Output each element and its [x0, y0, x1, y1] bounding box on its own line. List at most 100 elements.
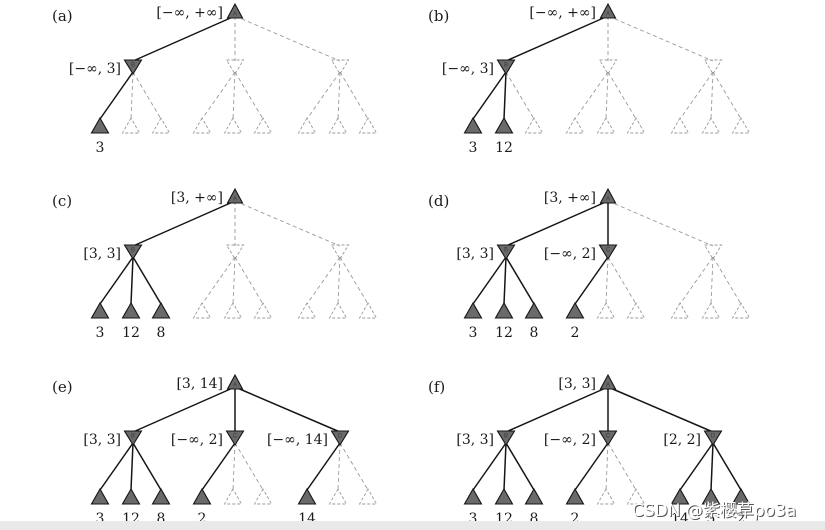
min-node-triangle	[598, 430, 618, 447]
edge-min-to-leaf	[232, 256, 236, 305]
edge-min-to-leaf	[607, 71, 637, 120]
edge-min-to-leaf	[99, 442, 134, 491]
edge-min-to-leaf	[339, 71, 369, 120]
leaf-node-triangle	[192, 302, 212, 319]
min-node-triangle	[330, 59, 350, 75]
edge-root-to-min	[132, 15, 236, 62]
leaf-value: 2	[571, 511, 580, 527]
edge-min-to-leaf	[339, 256, 369, 305]
min-interval-label: [3, 3]	[456, 246, 494, 262]
panel-label: (b)	[428, 7, 449, 25]
node-letter: C	[606, 248, 611, 254]
leaf-node-triangle	[151, 487, 171, 505]
min-interval-label: [3, 3]	[456, 432, 494, 448]
edge-min-to-leaf	[132, 442, 162, 491]
edge-min-to-leaf	[337, 256, 341, 305]
min-node-triangle	[123, 59, 143, 76]
node-letter: C	[233, 434, 238, 440]
leaf-node-triangle	[328, 117, 348, 134]
root-interval-label: [3, 3]	[558, 376, 596, 392]
node-letter: A	[233, 197, 237, 203]
leaf-node-triangle	[253, 488, 273, 505]
leaf-node-triangle	[596, 302, 616, 319]
node-letter: B	[504, 248, 508, 254]
leaf-node-triangle	[463, 487, 483, 505]
leaf-node-triangle	[253, 117, 273, 134]
leaf-node-triangle	[731, 487, 751, 505]
min-node-triangle	[598, 59, 618, 75]
edge-min-to-leaf	[712, 71, 742, 120]
leaf-node-triangle	[121, 117, 141, 134]
min-node-triangle	[496, 59, 516, 76]
node-letter: B	[131, 248, 135, 254]
panel-label: (d)	[428, 192, 449, 210]
leaf-value: 3	[469, 325, 478, 341]
edge-min-to-leaf	[337, 442, 341, 491]
max-node-triangle	[599, 187, 617, 204]
edge-min-to-leaf	[234, 442, 264, 491]
min-node-triangle	[330, 430, 350, 447]
leaf-node-triangle	[701, 487, 721, 505]
leaf-node-triangle	[223, 302, 243, 319]
edge-min-to-leaf	[605, 71, 609, 120]
node-letter: A	[606, 12, 610, 18]
min-interval-label: [−∞, 2]	[171, 432, 223, 448]
leaf-value: 3	[469, 511, 478, 527]
min-node-triangle	[703, 59, 723, 75]
min-node-triangle	[703, 430, 723, 447]
min-node-triangle	[225, 430, 245, 447]
leaf-node-triangle	[524, 301, 544, 319]
min-interval-label: [2, 2]	[663, 432, 701, 448]
panel-label: (a)	[52, 7, 73, 25]
edge-min-to-leaf	[130, 442, 134, 491]
edge-root-to-min	[607, 386, 714, 433]
edge-min-to-leaf	[306, 71, 341, 120]
leaf-node-triangle	[253, 302, 273, 319]
node-letter: D	[711, 434, 716, 440]
panel-label: (e)	[52, 378, 73, 396]
edge-root-to-min	[234, 15, 341, 62]
edge-root-to-min	[607, 200, 714, 247]
min-node-triangle	[496, 430, 516, 447]
leaf-value: 12	[495, 140, 513, 156]
leaf-node-triangle	[494, 487, 514, 505]
panel-label: (c)	[52, 192, 72, 210]
node-letter: A	[233, 12, 237, 18]
edge-min-to-leaf	[232, 442, 236, 491]
edge-min-to-leaf	[505, 256, 535, 305]
leaf-node-triangle	[192, 487, 212, 505]
min-interval-label: [−∞, 2]	[544, 246, 596, 262]
node-letter: B	[131, 434, 135, 440]
min-interval-label: [−∞, 3]	[69, 61, 121, 77]
leaf-value: 12	[495, 325, 513, 341]
edge-min-to-leaf	[306, 256, 341, 305]
max-node-triangle	[226, 373, 244, 390]
edge-root-to-min	[505, 15, 609, 62]
node-letter: A	[606, 197, 610, 203]
edge-min-to-leaf	[710, 71, 714, 120]
edge-min-to-leaf	[679, 442, 714, 491]
root-interval-label: [−∞, +∞]	[529, 5, 596, 21]
leaf-node-triangle	[565, 117, 585, 134]
leaf-value: 8	[530, 325, 539, 341]
edge-min-to-leaf	[472, 442, 507, 491]
edge-min-to-leaf	[712, 442, 742, 491]
leaf-value: 8	[157, 325, 166, 341]
leaf-node-triangle	[596, 117, 616, 134]
edge-min-to-leaf	[130, 71, 134, 120]
min-node-triangle	[123, 430, 143, 447]
leaf-node-triangle	[731, 302, 751, 319]
bottom-scrollbar-strip	[0, 521, 825, 530]
leaf-node-triangle	[626, 488, 646, 505]
edge-min-to-leaf	[201, 71, 236, 120]
leaf-node-triangle	[297, 117, 317, 134]
leaf-node-triangle	[151, 117, 171, 134]
leaf-node-triangle	[192, 117, 212, 134]
leaf-value: 3	[469, 140, 478, 156]
leaf-value: 2	[737, 511, 746, 527]
panel-label: (f)	[428, 378, 445, 396]
leaf-node-triangle	[297, 487, 317, 505]
